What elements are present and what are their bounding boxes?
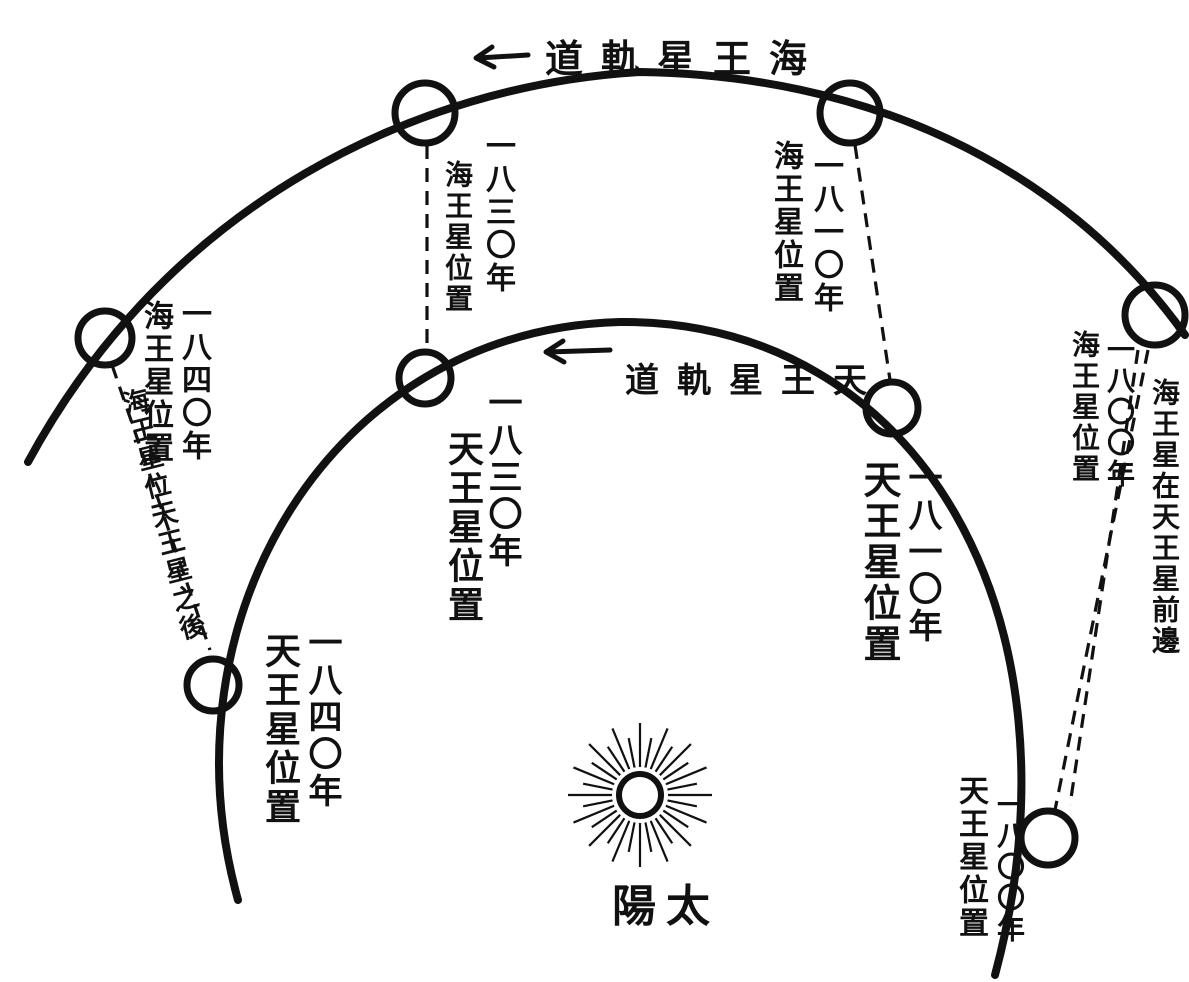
uranus-1800-year: 一八〇〇年 xyxy=(995,790,1023,945)
sun-label: 太陽 xyxy=(612,870,720,934)
link-1810 xyxy=(855,145,890,380)
neptune-1830-label: 海王星位置 xyxy=(443,160,471,315)
uranus-1840-marker xyxy=(187,659,239,711)
neptune-1810-year: 一八一〇年 xyxy=(810,150,840,315)
uranus-1830-label: 天王星位置 xyxy=(445,430,481,625)
uranus-1800-marker xyxy=(1021,811,1075,865)
sun-ray xyxy=(651,728,668,769)
neptune-1830-year: 一八三〇年 xyxy=(482,130,512,295)
neptune-1840-marker xyxy=(78,311,132,365)
neptune-1840-year: 一八四〇年 xyxy=(178,298,208,463)
sun-icon xyxy=(568,723,712,867)
uranus-direction-arrow-icon xyxy=(546,341,610,362)
uranus-orbit-label: 天王星軌道 xyxy=(625,353,885,402)
sun-ray xyxy=(583,800,612,806)
uranus-1800-label: 天王星位置 xyxy=(955,775,985,940)
uranus-1810-label: 天王星位置 xyxy=(860,460,898,665)
sun-ray xyxy=(612,821,629,862)
sun-ray xyxy=(573,767,614,784)
sun-ray xyxy=(666,767,707,784)
sun-ray xyxy=(667,784,696,790)
sun-ray xyxy=(645,738,651,767)
uranus-1840-year: 一八四〇年 xyxy=(305,625,339,810)
neptune-1810-label: 海王星位置 xyxy=(770,140,800,305)
sun-ray xyxy=(667,800,696,806)
neptune-1810-marker xyxy=(820,83,880,143)
sun-ray xyxy=(629,822,635,851)
sun-ray xyxy=(651,821,668,862)
uranus-1810-year: 一八一〇年 xyxy=(905,460,939,645)
sun-ray xyxy=(573,806,614,823)
neptune-direction-arrow-icon xyxy=(476,47,528,67)
sun-ray xyxy=(612,728,629,769)
neptune-1800-label: 海王星位置 xyxy=(1070,330,1098,485)
uranus-1830-year: 一八三〇年 xyxy=(485,385,519,570)
uranus-1840-label: 天王星位置 xyxy=(262,632,298,827)
neptune-orbit-label: 海王星軌道 xyxy=(545,28,825,83)
note-neptune-ahead-of-uranus: 海王星在天王星前邊 xyxy=(1150,378,1178,657)
sun-ray xyxy=(666,806,707,823)
sun-ray xyxy=(645,822,651,851)
sun-ray xyxy=(629,738,635,767)
neptune-1800-year: 一八〇〇年 xyxy=(1105,335,1133,490)
sun-ray xyxy=(583,784,612,790)
